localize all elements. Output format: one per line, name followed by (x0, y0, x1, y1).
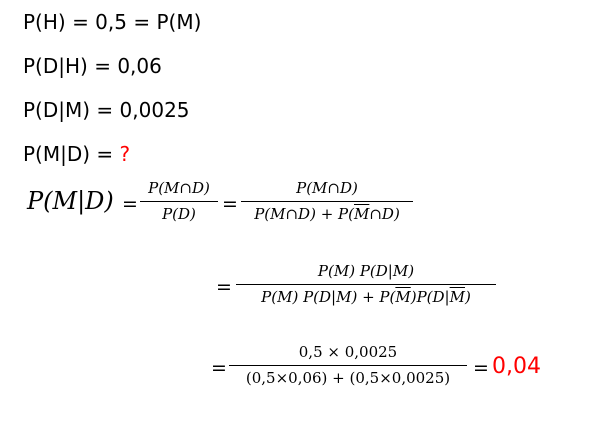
fraction-4-bar (229, 365, 467, 366)
result-value: 0,04 (492, 354, 541, 379)
fraction-3-den-complement-1: M (395, 288, 411, 306)
question-mark: ? (119, 142, 131, 166)
fraction-3-denominator: P(M) P(D|M) + P(M)P(D|M) (236, 287, 496, 307)
numeric-eq: = (211, 357, 227, 379)
fraction-1-bar (140, 201, 218, 202)
question-p-m-given-d: P(M|D) = ? (23, 142, 130, 166)
fraction-4-denominator: (0,5×0,06) + (0,5×0,0025) (245, 369, 451, 387)
bayes-eq-1: = (122, 193, 138, 215)
fraction-1-denominator: P(D) (162, 205, 196, 223)
fraction-1-numerator: P(M∩D) (148, 179, 210, 197)
fraction-3-den-part-a: P(M) P(D|M) + P( (261, 288, 396, 306)
given-p-d-given-h: P(D|H) = 0,06 (23, 54, 162, 78)
fraction-4: 0,5 × 0,0025 (0,5×0,06) + (0,5×0,0025) (229, 342, 467, 388)
fraction-4-numerator: 0,5 × 0,0025 (298, 343, 398, 361)
fraction-2: P(M∩D) P(M∩D) + P(M∩D) (241, 178, 413, 224)
given-p-d-given-m: P(D|M) = 0,0025 (23, 98, 190, 122)
fraction-3-den-complement-2: M (449, 288, 465, 306)
bayes-lhs: P(M|D) (27, 187, 114, 215)
fraction-3: P(M) P(D|M) P(M) P(D|M) + P(M)P(D|M) (236, 261, 496, 307)
expansion-eq: = (216, 276, 232, 298)
question-label: P(M|D) = (23, 142, 120, 166)
fraction-3-numerator: P(M) P(D|M) (317, 262, 415, 280)
fraction-2-den-part-b: ∩D) (369, 205, 400, 223)
fraction-3-den-part-b: )P(D| (410, 288, 450, 306)
fraction-2-den-complement: M (354, 205, 370, 223)
fraction-3-den-part-c: ) (464, 288, 471, 306)
fraction-1: P(M∩D) P(D) (140, 178, 218, 224)
given-p-h: P(H) = 0,5 = P(M) (23, 10, 202, 34)
bayes-eq-2: = (222, 193, 238, 215)
fraction-2-numerator: P(M∩D) (296, 179, 358, 197)
fraction-2-denominator: P(M∩D) + P(M∩D) (241, 204, 413, 224)
result-eq: = (473, 357, 489, 379)
fraction-2-den-part-a: P(M∩D) + P( (254, 205, 354, 223)
fraction-2-bar (241, 201, 413, 202)
fraction-3-bar (236, 284, 496, 285)
